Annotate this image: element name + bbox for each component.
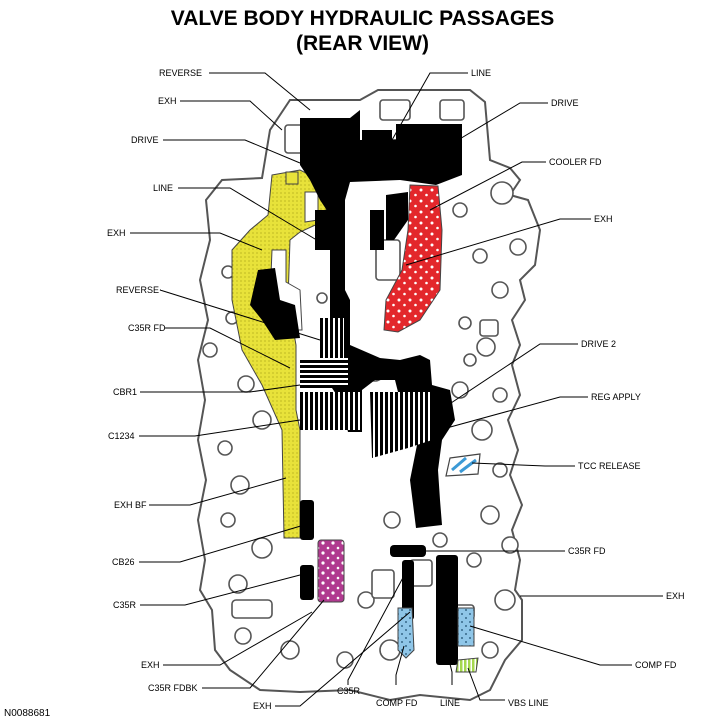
tcc-release-passage bbox=[445, 453, 481, 477]
label-cooler-fd: COOLER FD bbox=[549, 157, 602, 167]
label-c1234: C1234 bbox=[108, 431, 135, 441]
label-comp-fd-right: COMP FD bbox=[635, 660, 677, 670]
title-line-1: VALVE BODY HYDRAULIC PASSAGES bbox=[170, 7, 555, 30]
labels-right: LINE DRIVE COOLER FD EXH DRIVE 2 REG APP… bbox=[471, 68, 685, 670]
label-vbs-line: VBS LINE bbox=[508, 698, 549, 708]
label-reg-apply: REG APPLY bbox=[591, 392, 641, 402]
label-exh-far-right: EXH bbox=[666, 591, 685, 601]
diagram-title: VALVE BODY HYDRAULIC PASSAGES (REAR VIEW… bbox=[0, 6, 725, 56]
label-exh-3: EXH bbox=[141, 660, 160, 670]
label-line-left: LINE bbox=[153, 183, 173, 193]
label-reverse-top: REVERSE bbox=[159, 68, 202, 78]
comp-fd-passages bbox=[397, 607, 475, 659]
label-exh-right: EXH bbox=[594, 214, 613, 224]
hatched-passages bbox=[300, 318, 432, 458]
label-c35r-fdbk: C35R FDBK bbox=[148, 683, 198, 693]
labels-left: REVERSE EXH DRIVE LINE EXH REVERSE C35R … bbox=[107, 68, 272, 711]
label-tcc-release: TCC RELEASE bbox=[578, 461, 641, 471]
label-c35r-fd-right: C35R FD bbox=[568, 546, 606, 556]
label-cb26: CB26 bbox=[112, 557, 135, 567]
label-drive-left: DRIVE bbox=[131, 135, 159, 145]
cooler-fd-passage bbox=[383, 184, 443, 333]
labels-bottom: C35R COMP FD LINE VBS LINE bbox=[337, 686, 549, 708]
c35r-fdbk-passage bbox=[317, 539, 345, 603]
label-exh-bf: EXH BF bbox=[114, 500, 147, 510]
label-drive-2: DRIVE 2 bbox=[581, 339, 616, 349]
label-exh-2: EXH bbox=[107, 228, 126, 238]
title-line-2: (REAR VIEW) bbox=[296, 32, 429, 55]
label-line-top: LINE bbox=[471, 68, 491, 78]
label-comp-fd-bottom: COMP FD bbox=[376, 698, 418, 708]
label-c35r-fd-left: C35R FD bbox=[128, 323, 166, 333]
figure-id: N0088681 bbox=[4, 708, 51, 719]
label-line-bottom: LINE bbox=[440, 698, 460, 708]
vbs-line-passage bbox=[455, 657, 479, 673]
label-c35r-left: C35R bbox=[113, 600, 137, 610]
label-drive-right: DRIVE bbox=[551, 98, 579, 108]
label-reverse-mid: REVERSE bbox=[116, 285, 159, 295]
label-exh-1: EXH bbox=[158, 96, 177, 106]
label-exh-4: EXH bbox=[253, 701, 272, 711]
leader-lines bbox=[130, 72, 663, 707]
label-cbr1: CBR1 bbox=[113, 387, 137, 397]
label-c35r-bottom: C35R bbox=[337, 686, 361, 696]
